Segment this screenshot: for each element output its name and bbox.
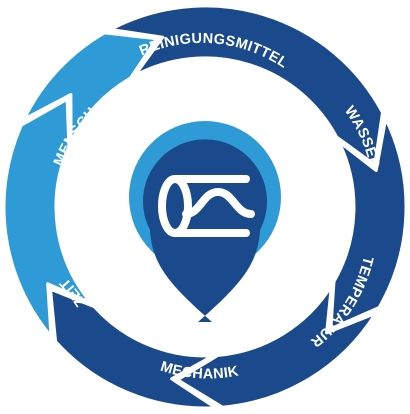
segment-wasser bbox=[329, 117, 408, 331]
segment-mensch bbox=[22, 31, 159, 144]
ring-segments bbox=[2, 4, 408, 410]
center-badge bbox=[129, 121, 281, 322]
segment-zeit bbox=[2, 97, 93, 338]
segment-temperatur bbox=[176, 284, 377, 409]
segment-mechanik bbox=[49, 287, 217, 410]
cleaning-process-icon bbox=[158, 175, 255, 237]
segment-reinigungsmittel bbox=[109, 4, 384, 167]
